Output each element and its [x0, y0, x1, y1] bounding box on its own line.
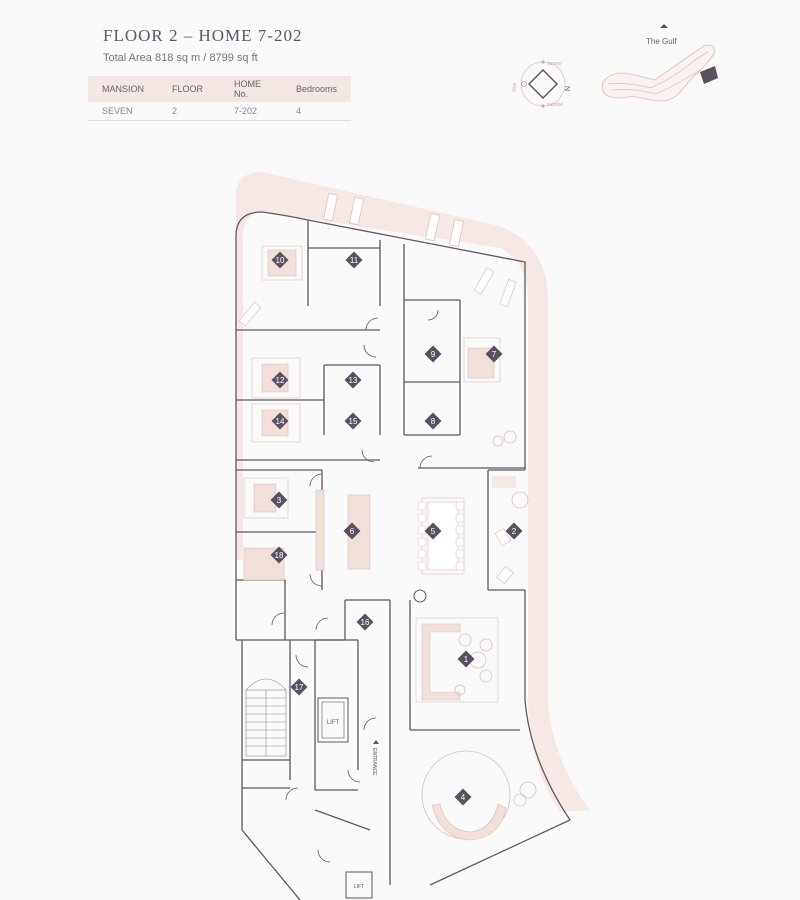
room-label: 9	[431, 350, 436, 359]
room-markers: 1 2 3 4 5 6 7 8	[270, 251, 523, 806]
doors	[271, 309, 439, 863]
sun-icon	[541, 104, 545, 108]
room-label: 3	[277, 496, 282, 505]
room-marker-8: 8	[424, 412, 442, 430]
room-marker-6: 6	[343, 522, 361, 540]
room-marker-14: 14	[271, 412, 289, 430]
dining-chairs	[417, 501, 465, 571]
room-label: 18	[275, 551, 284, 560]
walls	[235, 211, 571, 900]
header-floor: FLOOR	[158, 76, 221, 102]
terrace	[236, 172, 590, 812]
room-label: 7	[492, 350, 497, 359]
room-label: 2	[512, 527, 517, 536]
room-label: 12	[276, 376, 285, 385]
key-plan-label: The Gulf	[646, 37, 677, 46]
value-bedrooms: 4	[282, 102, 352, 121]
room-marker-18: 18	[270, 546, 288, 564]
room-marker-5: 5	[424, 522, 442, 540]
round-furniture	[413, 430, 537, 807]
room-marker-9: 9	[424, 345, 442, 363]
info-value-row: SEVEN 2 7-202 4	[88, 102, 352, 121]
total-area: Total Area 818 sq m / 8799 sq ft	[103, 52, 258, 64]
lift-main: LIFT	[317, 697, 349, 743]
compass-sea: Sea	[512, 83, 518, 92]
header-bedrooms: Bedrooms	[282, 76, 352, 102]
value-home-no: 7-202	[220, 102, 283, 121]
room-label: 6	[350, 527, 355, 536]
header-mansion: MANSION	[88, 76, 159, 102]
entrance-label: ENTRANCE	[371, 748, 377, 776]
room-label: 14	[276, 417, 285, 426]
value-mansion: SEVEN	[88, 102, 159, 121]
room-marker-2: 2	[505, 522, 523, 540]
terrace-chairs	[238, 267, 517, 585]
room-marker-11: 11	[345, 251, 363, 269]
compass-sunset: sunset	[547, 61, 562, 67]
room-label: 5	[431, 527, 436, 536]
key-plan	[601, 24, 718, 102]
header-home-no: HOME No.	[220, 76, 283, 102]
circular-living-room	[421, 750, 511, 841]
room-label: 1	[464, 655, 469, 664]
room-marker-16: 16	[356, 613, 374, 631]
entrance: ENTRANCE	[371, 740, 379, 776]
home-location-highlight	[700, 66, 718, 84]
compass: sunset sunrise Sea N	[512, 60, 570, 108]
value-floor: 2	[158, 102, 221, 121]
room-marker-1: 1	[457, 650, 475, 668]
room-label: 4	[461, 793, 466, 802]
room-marker-10: 10	[271, 251, 289, 269]
room-label: 10	[276, 256, 285, 265]
staircase	[245, 678, 287, 757]
info-header-row: MANSION FLOOR HOME No. Bedrooms	[88, 76, 352, 102]
lift-secondary: LIFT	[345, 871, 373, 899]
room-label: 11	[350, 256, 359, 265]
sun-icon	[541, 60, 545, 64]
room-label: 8	[431, 417, 436, 426]
room-marker-12: 12	[271, 371, 289, 389]
lift-label: LIFT	[327, 720, 340, 726]
room-marker-13: 13	[344, 371, 362, 389]
page-title: FLOOR 2 – HOME 7-202	[103, 26, 303, 45]
room-label: 15	[349, 417, 358, 426]
sun-loungers	[322, 192, 465, 248]
room-label: 13	[349, 376, 358, 385]
room-label: 17	[295, 683, 304, 692]
room-marker-15: 15	[344, 412, 362, 430]
sea-marker-icon	[521, 81, 527, 87]
compass-north: N	[563, 86, 570, 91]
room-marker-17: 17	[290, 678, 308, 696]
lift2-label: LIFT	[354, 884, 364, 890]
home-info-table: MANSION FLOOR HOME No. Bedrooms SEVEN 2 …	[88, 76, 352, 121]
compass-sunrise: sunrise	[547, 102, 563, 108]
room-marker-4: 4	[454, 788, 472, 806]
room-label: 16	[361, 618, 370, 627]
